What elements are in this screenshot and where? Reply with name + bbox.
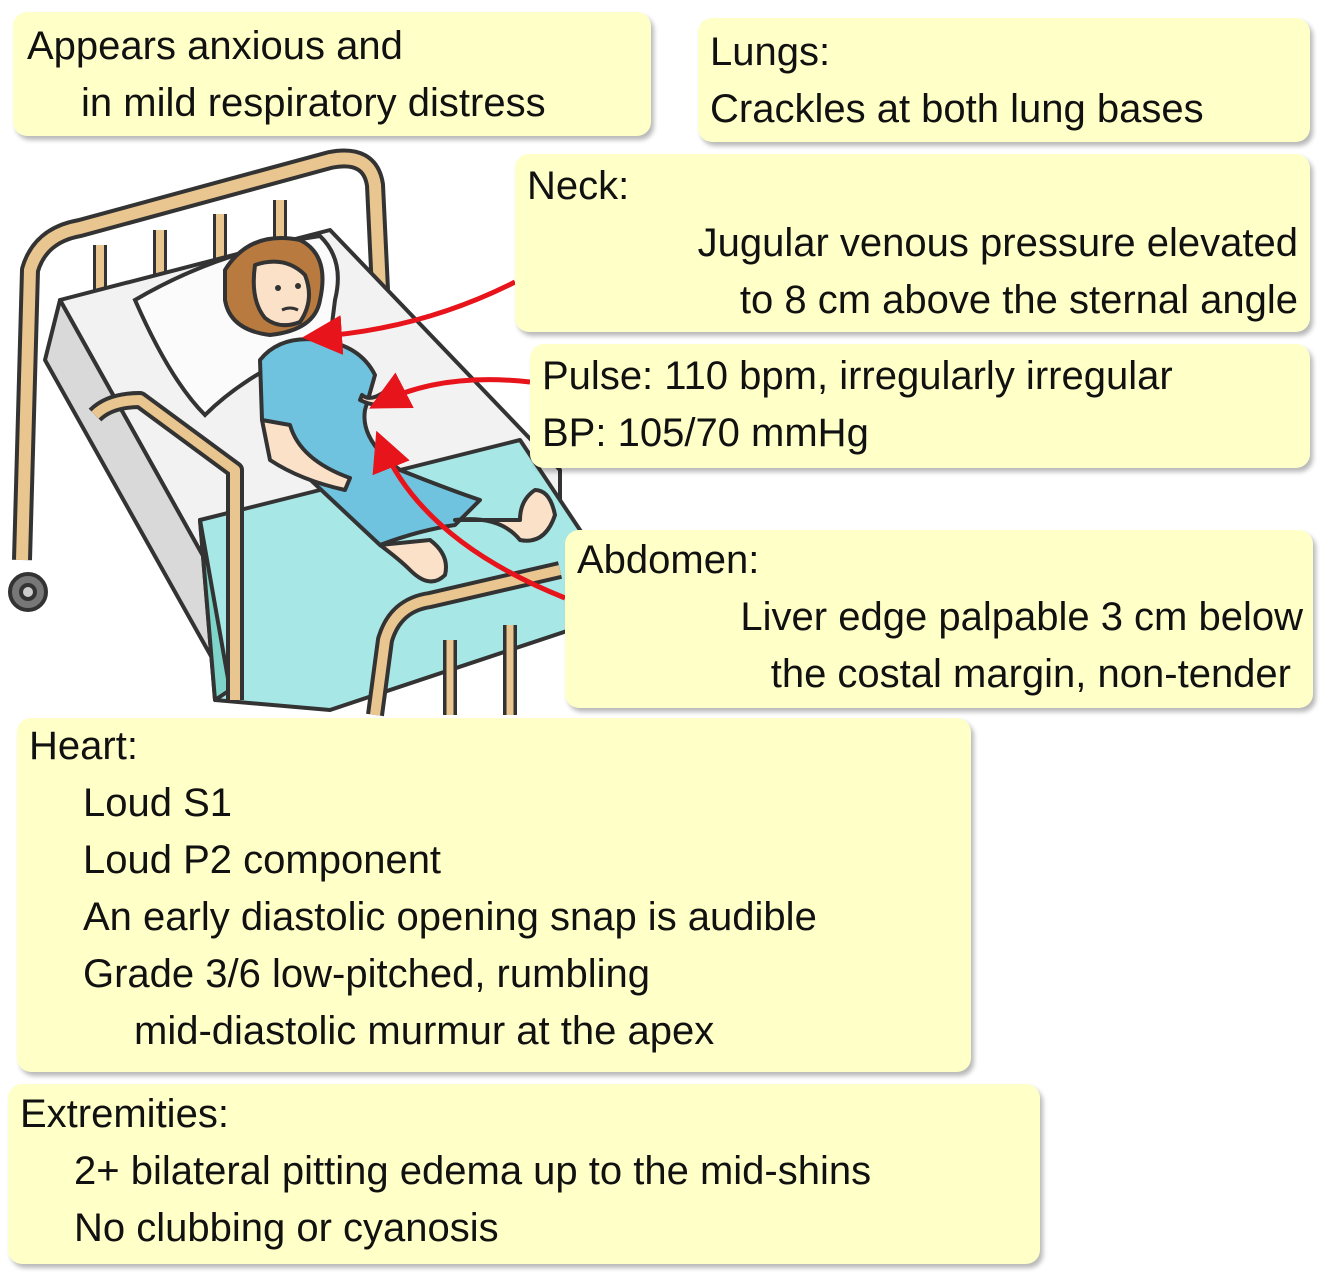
extremities-title: Extremities: (20, 1092, 229, 1136)
lungs-title: Lungs: (710, 30, 831, 74)
neck-callout: Neck: Jugular venous pressure elevated t… (515, 154, 1310, 332)
heart-finding-1: Loud S1 (83, 781, 233, 825)
heart-finding-3: An early diastolic opening snap is audib… (83, 895, 817, 939)
neck-line-2: to 8 cm above the sternal angle (739, 278, 1298, 322)
abdomen-title: Abdomen: (577, 538, 760, 582)
general-line-1: Appears anxious and (27, 24, 403, 68)
general-line-2: in mild respiratory distress (81, 81, 546, 125)
neck-title: Neck: (527, 164, 630, 208)
neck-arrow (302, 279, 517, 356)
heart-finding-4: Grade 3/6 low-pitched, rumbling (83, 952, 650, 996)
callout-arrows (302, 279, 566, 601)
vitals-callout: Pulse: 110 bpm, irregularly irregular BP… (530, 344, 1310, 468)
extremities-finding-1: 2+ bilateral pitting edema up to the mid… (74, 1149, 872, 1193)
abdomen-arrow (372, 430, 566, 601)
pulse-value: Pulse: 110 bpm, irregularly irregular (542, 354, 1173, 398)
heart-finding-4-continued: mid-diastolic murmur at the apex (134, 1009, 715, 1053)
neck-line-1: Jugular venous pressure elevated (697, 221, 1298, 265)
extremities-finding-2: No clubbing or cyanosis (74, 1206, 499, 1250)
lungs-callout: Lungs: Crackles at both lung bases (698, 18, 1310, 142)
lungs-finding: Crackles at both lung bases (710, 87, 1204, 131)
heart-finding-2: Loud P2 component (83, 838, 442, 882)
pulse-arrow (369, 372, 531, 409)
heart-callout: Heart: Loud S1 Loud P2 component An earl… (17, 718, 971, 1072)
bp-value: BP: 105/70 mmHg (542, 411, 869, 455)
abdomen-line-2: the costal margin, non-tender (770, 652, 1291, 696)
heart-title: Heart: (29, 724, 138, 768)
abdomen-line-1: Liver edge palpable 3 cm below (740, 595, 1303, 639)
abdomen-callout: Abdomen: Liver edge palpable 3 cm below … (565, 530, 1313, 708)
extremities-callout: Extremities: 2+ bilateral pitting edema … (8, 1084, 1040, 1264)
general-appearance-callout: Appears anxious and in mild respiratory … (13, 12, 651, 136)
